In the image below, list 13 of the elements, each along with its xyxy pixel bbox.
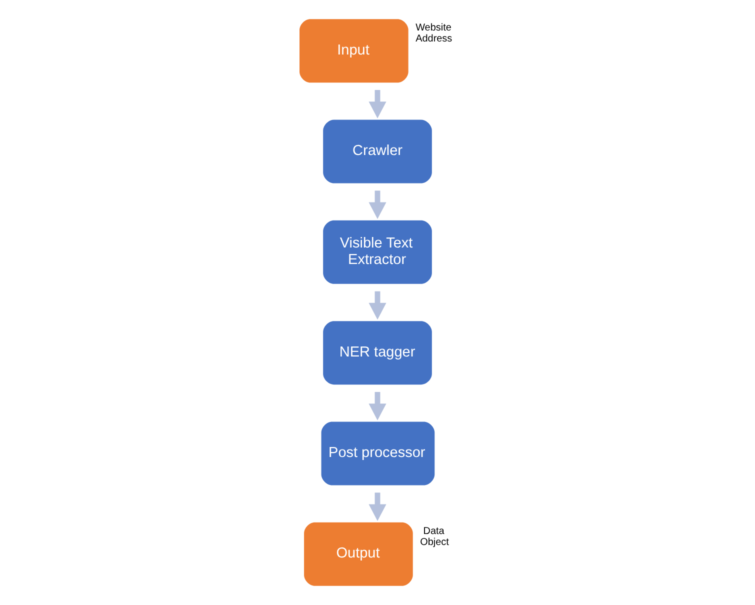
node-box: NER tagger — [323, 321, 432, 385]
arrow — [368, 291, 386, 320]
node-box: Visible Text Extractor — [323, 220, 432, 284]
node-box: Crawler — [323, 120, 432, 184]
node-label: Data Object — [420, 526, 449, 548]
arrow — [368, 90, 386, 118]
node-box: Output — [304, 522, 413, 586]
node-box: Post processor — [321, 422, 435, 486]
arrow — [368, 392, 386, 420]
node-label: Website Address — [416, 22, 452, 45]
node-box: Input — [300, 19, 408, 83]
arrow — [368, 492, 386, 521]
arrow — [368, 190, 386, 219]
